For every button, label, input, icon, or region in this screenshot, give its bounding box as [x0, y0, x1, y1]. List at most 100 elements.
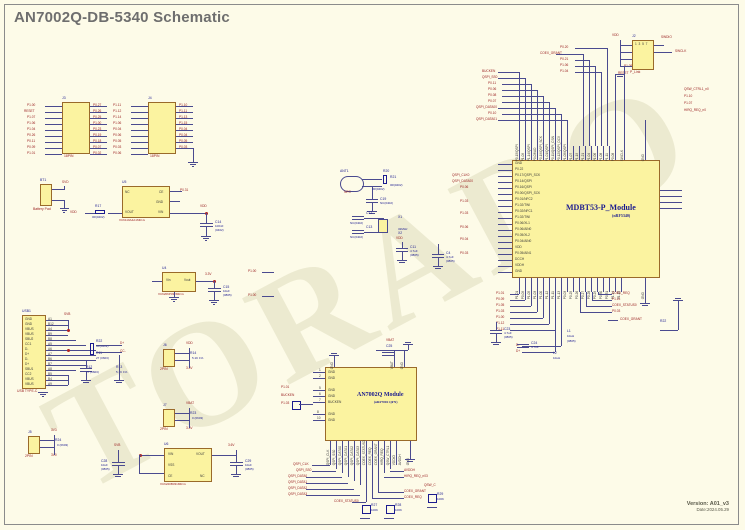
net-vddio-u5: VDD — [200, 204, 207, 208]
inductor-l1-refdes: L1 — [567, 329, 571, 333]
module-mdbt53-body[interactable] — [512, 160, 660, 278]
cap-c14 — [200, 223, 213, 227]
cap-c11-refdes: C11 — [410, 245, 416, 249]
bt1-footprint: Battery Pad — [33, 207, 51, 211]
ic-u5-refdes: U5 — [122, 180, 127, 184]
cap-c14-value: 100nF — [215, 224, 224, 228]
cap-c13 — [352, 230, 364, 234]
ic-u6-refdes: U6 — [164, 442, 169, 446]
jumper-j6-footprint: 2PIN — [160, 367, 168, 371]
ic-u6-pin-ce: CE — [168, 474, 173, 478]
cap-c28-refdes: C28 — [101, 459, 108, 463]
jumper-j6-refdes: J6 — [163, 343, 167, 347]
cap-c24 — [517, 344, 529, 348]
module-an7002q-body[interactable] — [325, 367, 417, 441]
cap-usb-1 — [80, 368, 92, 372]
antenna-value: NFC — [344, 190, 351, 194]
res-r21-value: 0R(0402) — [390, 183, 403, 187]
cap-c28 — [112, 462, 125, 466]
connector-j3[interactable] — [62, 102, 90, 154]
res-r29 — [428, 494, 437, 503]
jumper-j6-body[interactable] — [163, 349, 175, 367]
net-an7002q-left-2: BUCKEN — [281, 393, 295, 397]
crystal-x2-refdes: X2 — [398, 231, 403, 235]
cap-c29-value: 10uF — [245, 463, 252, 467]
ic-u6-net-svb: SVB — [114, 443, 121, 447]
jumper-j5-net-3v3: 3V3 — [51, 428, 57, 432]
res-r17-refdes: R17 — [95, 204, 102, 208]
cap-c24-refdes: C24 — [531, 341, 538, 345]
cap-c19-value: NC(0402) — [380, 201, 394, 205]
ic-u5-pin-vin: VIN — [158, 210, 164, 214]
cap-c13-refdes: C13 — [366, 225, 373, 229]
cap-c4-pkg: (0805) — [446, 259, 455, 263]
net-an7002q-left-1: P1.01 — [281, 385, 290, 389]
cap-c11 — [396, 248, 408, 252]
jumper-j7-footprint: 2PIN — [160, 427, 168, 431]
cap-c29-refdes: C29 — [245, 459, 252, 463]
inductor-l2-refdes: L2 — [553, 351, 557, 355]
nfc-antenna — [340, 176, 364, 192]
jumper-j7-net-33v: 3.3V — [186, 426, 193, 430]
res-r28 — [386, 505, 395, 514]
jumper-j5-body[interactable] — [28, 436, 40, 454]
cap-c13-value: NC(0402) — [350, 235, 364, 239]
cap-c15-refdes: C15 — [223, 285, 230, 289]
jumper-j7-refdes: J7 — [163, 403, 167, 407]
ic-u5-pin-vout: VOUT — [125, 210, 134, 214]
connector-j2-plink[interactable] — [632, 40, 654, 70]
jumper-j5-refdes: J5 — [28, 430, 32, 434]
res-r17-value: 0R(0402) — [92, 215, 105, 219]
page-title: AN7002Q-DB-5340 Schematic — [14, 9, 230, 26]
jumper-j6-net-33v: 3.3V — [186, 366, 193, 370]
res-r27 — [362, 505, 371, 514]
battery-pad-bt1[interactable] — [40, 184, 52, 206]
res-r17 — [95, 210, 105, 214]
usb-typec-connector[interactable] — [22, 315, 46, 389]
jumper-j5-footprint: 2PIN — [25, 454, 33, 458]
cap-c12-refdes: C12 — [366, 211, 373, 215]
module-mdbt53-subtitle: (nRF5340) — [612, 213, 631, 218]
res-r12-refdes: R11 — [96, 351, 102, 355]
cap-c23-value: 4.7uF — [504, 331, 512, 335]
net-d-minus: D- — [516, 343, 520, 347]
ic-u4-refdes: U4 — [162, 266, 167, 270]
res-r25-refdes: R24 — [55, 438, 62, 442]
ic-u5-part: XC6119A4A1MR-G — [119, 218, 145, 222]
ic-u6-body[interactable] — [164, 448, 212, 482]
jumper-j7-body[interactable] — [163, 409, 175, 427]
usb-net-svb: SVB — [64, 312, 71, 316]
cap-c29-pkg: (0805) — [245, 467, 254, 471]
res-r13-value: 27 (0603) — [86, 370, 99, 374]
cap-c4-value: 4.7uF — [446, 255, 454, 259]
module-mdbt53-name: MDBT53-P_Module — [566, 203, 636, 212]
net-cc-minus: D+ — [120, 341, 125, 345]
res-r24-value: 0 (0603) — [192, 416, 204, 420]
res-r14-value: 5.1K 1% — [116, 370, 128, 374]
cap-c11-pkg: (0805) — [410, 253, 419, 257]
res-r27-value: 100K — [371, 508, 379, 512]
ic-u5-net-out: P0.31 — [180, 188, 189, 192]
net-p100-a: P1.00 — [248, 269, 257, 273]
ic-u4-body[interactable] — [162, 272, 196, 292]
cap-c24-value: 4.7uF — [531, 345, 539, 349]
ic-u4-pin-vin: Vin — [166, 278, 171, 282]
ic-u6-pin-vss: VSS — [168, 463, 175, 467]
j2-pin-nums-left: 1 3 5 7 — [635, 42, 648, 46]
res-r12-value: 27 (0603) — [96, 356, 109, 360]
connector-j4[interactable] — [148, 102, 176, 154]
res-r20-refdes: R20 — [383, 169, 390, 173]
res-an7002q-pullup — [292, 401, 301, 410]
res-r28-value: 100K — [395, 508, 403, 512]
ic-u4-net-3v3: 3.3V — [205, 272, 212, 276]
cap-c23-pkg: (0805) — [504, 335, 513, 339]
ic-u5-body[interactable] — [122, 186, 170, 218]
cap-c14-refdes: C14 — [215, 220, 222, 224]
res-r21-refdes: R21 — [390, 175, 397, 179]
connector-j2-footprint: P_Link — [630, 70, 641, 74]
crystal-x1-value: 32MHz — [398, 227, 408, 231]
bt1-refdes: BT1 — [40, 178, 47, 182]
cap-c28-value: 10uF — [101, 463, 108, 467]
net-p100-b: P1.00 — [248, 293, 257, 297]
